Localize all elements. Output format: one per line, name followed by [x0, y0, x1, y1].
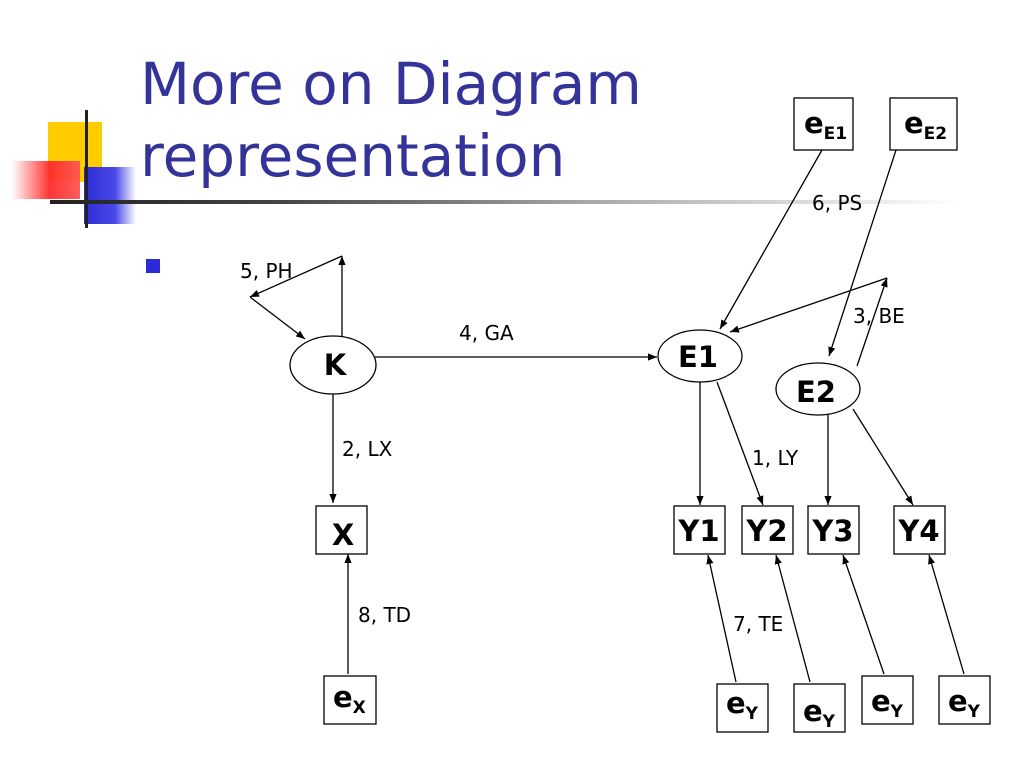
node-e2-ellipse: [775, 362, 861, 416]
node-y3-label: Y3: [811, 514, 853, 548]
node-e2: E2: [775, 362, 861, 416]
error-ey3-box: [861, 675, 914, 725]
arrow-be-up: [856, 277, 888, 367]
error-ee2-box: [889, 97, 958, 151]
bullet-square: [146, 259, 160, 273]
error-ey4: eY: [938, 675, 991, 725]
error-ey4-label: eY: [948, 684, 981, 722]
label-be: 3, BE: [853, 304, 905, 328]
label-td: 8, TD: [358, 603, 411, 627]
node-y2-label: Y2: [745, 514, 787, 548]
error-ex: eX: [323, 675, 377, 725]
node-e1: E1: [657, 329, 743, 383]
node-y4-label: Y4: [897, 514, 939, 548]
arrow-ph-down: [249, 296, 306, 340]
label-ly: 1, LY: [752, 446, 799, 470]
decor-red-square: [12, 161, 80, 199]
error-ee1-label: eE1: [804, 106, 847, 144]
label-ga: 4, GA: [459, 321, 514, 345]
arrow-e1-to-y2: [716, 381, 764, 506]
node-y1-label: Y1: [677, 514, 719, 548]
arrow-ee2-to-e2: [828, 149, 897, 357]
error-ey3: eY: [861, 675, 914, 725]
decor-vertical-line: [85, 110, 88, 228]
error-ey3-label: eY: [871, 684, 904, 722]
node-k-ellipse: [289, 335, 377, 395]
node-e2-label: E2: [796, 375, 836, 409]
node-y2: Y2: [741, 505, 794, 555]
node-y3-box: [807, 505, 860, 555]
arrows: [249, 149, 965, 683]
error-ee2-label: eE2: [904, 106, 947, 144]
label-lx: 2, LX: [342, 437, 393, 461]
node-x-box: [315, 505, 368, 555]
node-y4: Y4: [893, 505, 946, 555]
error-ey2-label: eY: [803, 694, 836, 732]
error-ex-label: eX: [333, 680, 366, 718]
label-ps: 6, PS: [812, 191, 862, 215]
error-ee2: eE2: [889, 97, 958, 151]
label-ph: 5, PH: [240, 259, 293, 283]
node-y2-box: [741, 505, 794, 555]
label-te: 7, TE: [733, 612, 783, 636]
slide-title-line-1: More on Diagram: [140, 50, 642, 118]
decor-blue-square: [84, 167, 136, 224]
node-x: X: [315, 505, 368, 555]
arrow-e2-to-y4: [852, 408, 914, 506]
node-k: K: [289, 335, 377, 395]
error-ee1: eE1: [793, 97, 854, 151]
node-y3: Y3: [807, 505, 860, 555]
arrow-ee1-to-e1: [719, 149, 823, 330]
error-ey1-label: eY: [726, 686, 759, 724]
node-y4-box: [893, 505, 946, 555]
node-e1-ellipse: [657, 329, 743, 383]
node-k-label: K: [324, 348, 348, 382]
title-underline: [50, 200, 960, 204]
error-ee1-box: [793, 97, 854, 151]
arrow-ey4-to-y4: [928, 554, 965, 675]
node-x-label: X: [332, 518, 354, 552]
error-ey1: eY: [716, 683, 769, 733]
node-y1-box: [673, 505, 726, 555]
error-ey2-box: [793, 683, 846, 733]
node-y1: Y1: [673, 505, 726, 555]
error-ex-box: [323, 675, 377, 725]
error-ey2: eY: [793, 683, 846, 733]
error-ey4-box: [938, 675, 991, 725]
arrow-be-to-e1: [729, 277, 888, 333]
arrow-ph-left: [249, 255, 343, 298]
arrow-ey3-to-y3: [842, 554, 885, 675]
error-ey1-box: [716, 683, 769, 733]
slide-title-line-2: representation: [140, 122, 566, 190]
arrow-ey1-to-y1: [706, 554, 737, 683]
node-e1-label: E1: [678, 340, 718, 374]
arrow-ey2-to-y2: [774, 554, 811, 683]
